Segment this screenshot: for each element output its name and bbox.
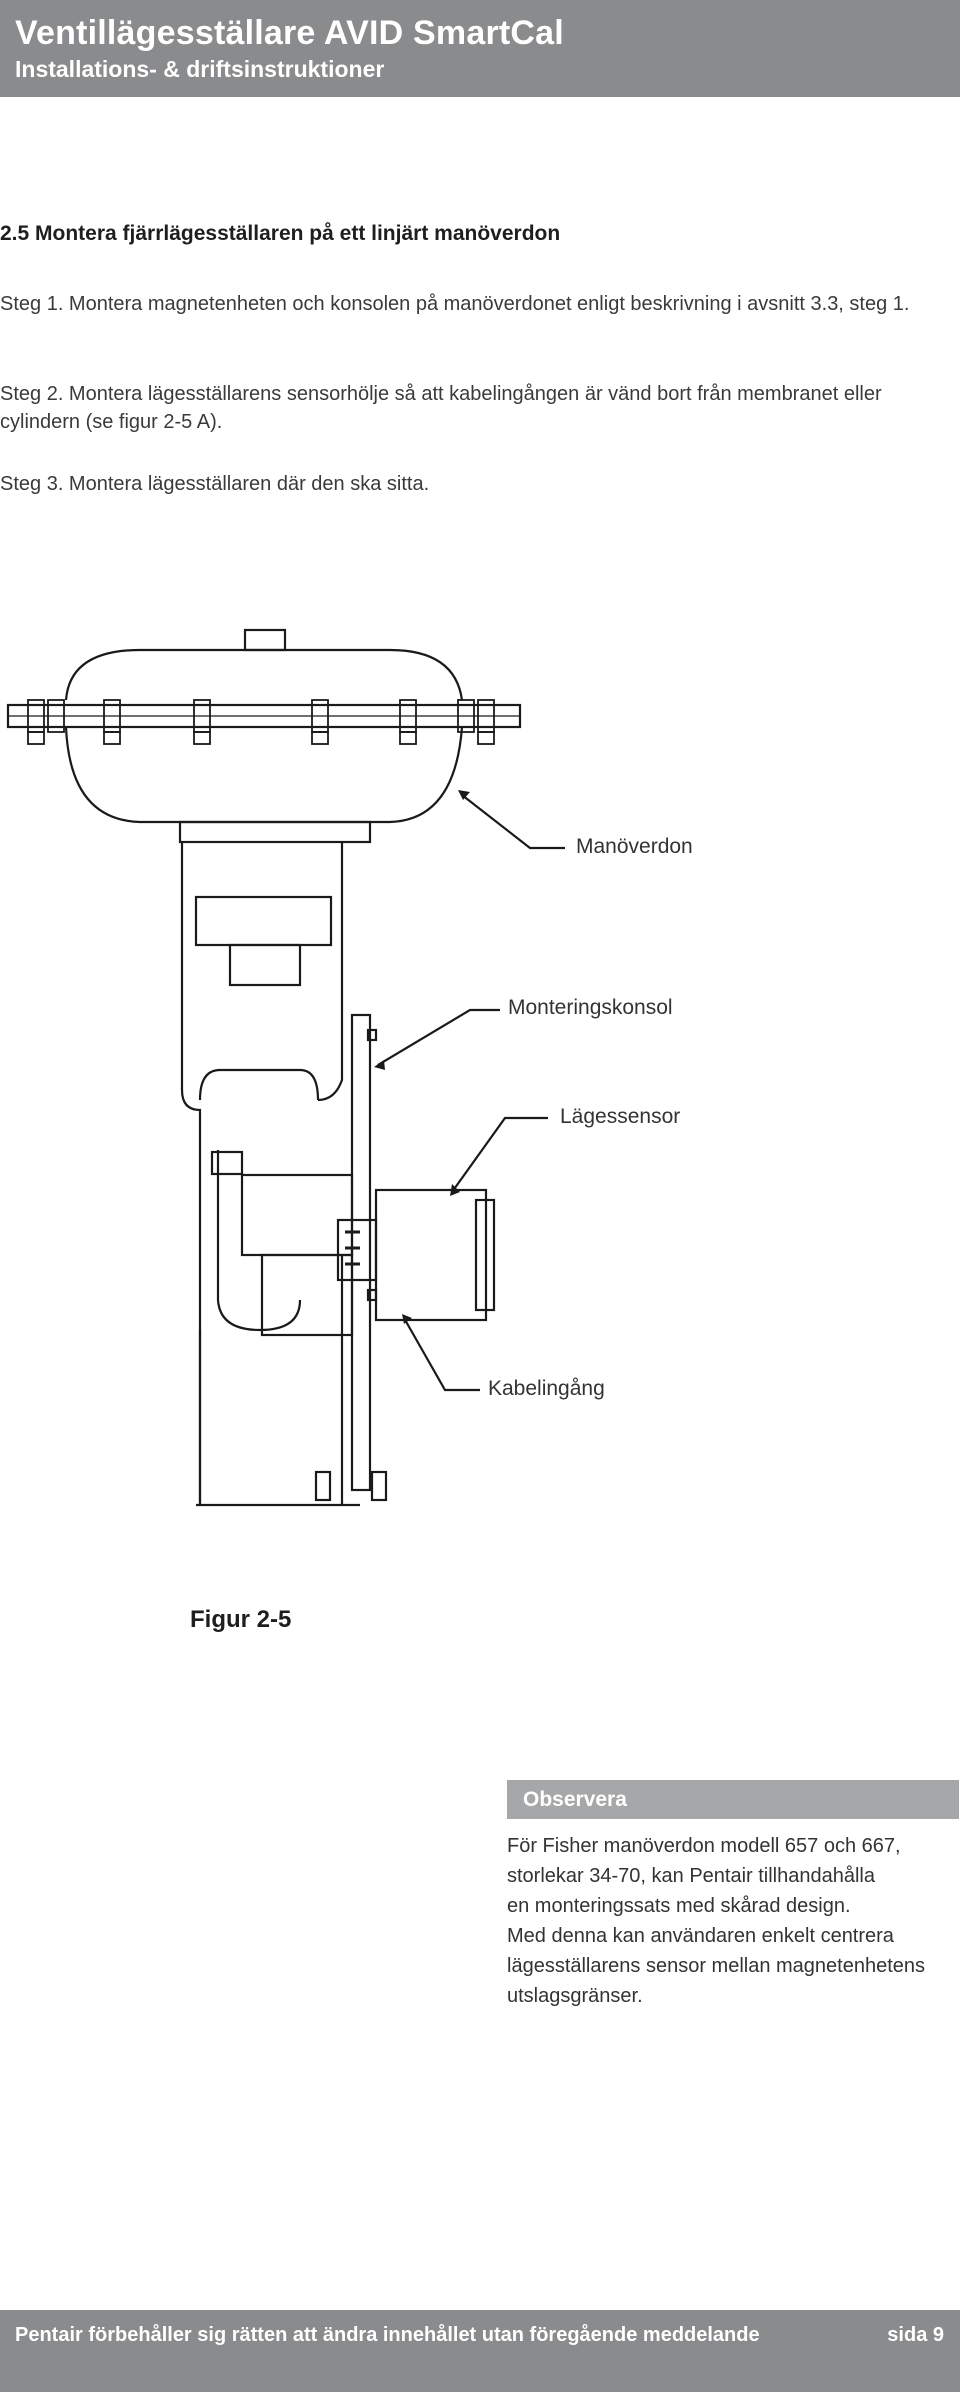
label-lagessensor: Lägessensor: [560, 1105, 681, 1128]
note-body: För Fisher manöverdon modell 657 och 667…: [507, 1819, 959, 2011]
note-line: lägesställarens sensor mellan magnetenhe…: [507, 1955, 926, 1977]
note-line: en monteringssats med skårad design.: [507, 1895, 851, 1917]
step-2-text: Steg 2. Montera lägesställarens sensorhö…: [0, 383, 882, 433]
document-title: Ventillägesställare AVID SmartCal: [15, 14, 564, 52]
note-heading: Observera: [507, 1780, 959, 1819]
page-footer: Pentair förbehåller sig rätten att ändra…: [0, 2310, 960, 2392]
note-line: Med denna kan användaren enkelt centrera: [507, 1925, 894, 1947]
page-header: Ventillägesställare AVID SmartCal Instal…: [0, 0, 960, 97]
label-manoverdon: Manöverdon: [576, 835, 693, 858]
note-box: Observera För Fisher manöverdon modell 6…: [507, 1780, 959, 2011]
document-subtitle: Installations- & driftsinstruktioner: [15, 56, 385, 82]
footer-disclaimer: Pentair förbehåller sig rätten att ändra…: [15, 2324, 760, 2346]
label-kabelingang: Kabelingång: [488, 1377, 605, 1400]
figure-caption: Figur 2-5: [190, 1606, 292, 1633]
note-line: storlekar 34-70, kan Pentair tillhandahå…: [507, 1865, 875, 1887]
step-3-text: Steg 3. Montera lägesställaren där den s…: [0, 473, 430, 495]
section-heading: 2.5 Montera fjärrlägesställaren på ett l…: [0, 222, 561, 245]
step-1-text: Steg 1. Montera magnetenheten och konsol…: [0, 293, 910, 315]
note-line: utslagsgränser.: [507, 1985, 643, 2007]
label-monteringskonsol: Monteringskonsol: [508, 996, 673, 1019]
page-number: sida 9: [887, 2324, 944, 2346]
actuator-drawing: [6, 628, 565, 1507]
actuator-figure: Manöverdon Monteringskonsol Lägessensor …: [0, 620, 960, 1520]
note-line: För Fisher manöverdon modell 657 och 667…: [507, 1835, 901, 1857]
